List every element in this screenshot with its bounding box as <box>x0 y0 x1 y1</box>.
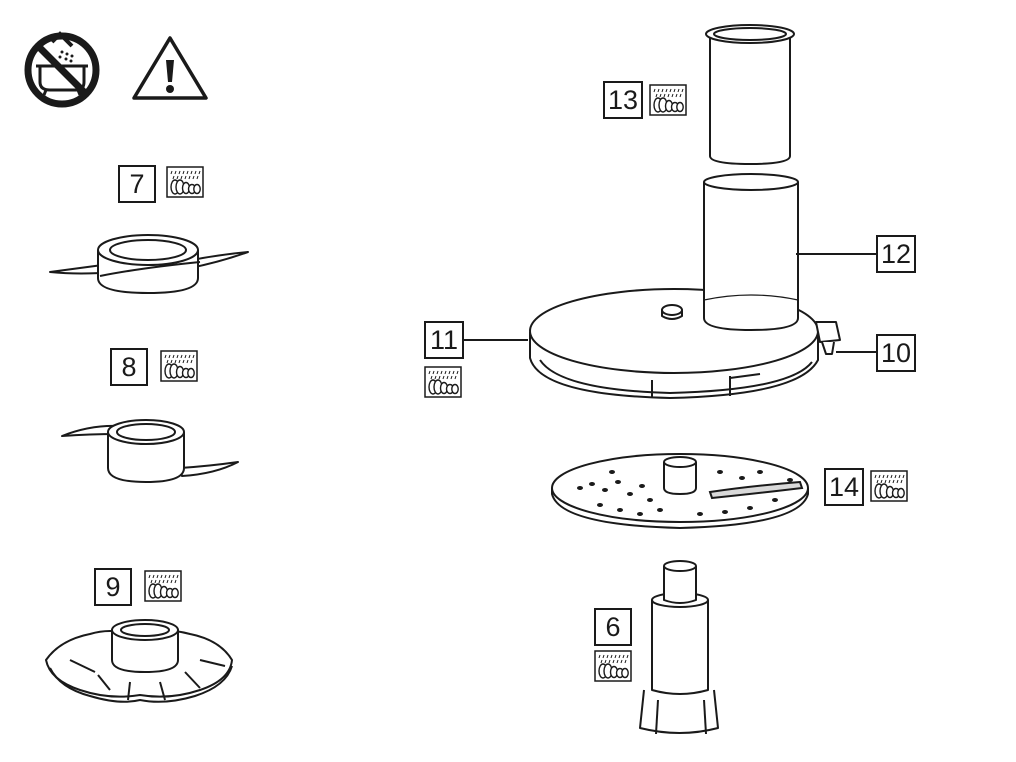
part-number-9: 9 <box>94 568 132 606</box>
part-number-6: 6 <box>594 608 632 646</box>
lid-11-illustration <box>529 288 841 399</box>
blade-8-illustration <box>61 419 239 483</box>
feed-tube-12-illustration <box>703 173 799 332</box>
caution-triangle-icon <box>132 36 208 100</box>
part-number-14: 14 <box>824 468 864 506</box>
drive-shaft-6-illustration <box>639 560 719 735</box>
dishwasher-safe-icon <box>160 350 198 382</box>
dishwasher-safe-icon <box>424 366 462 398</box>
leader-lines <box>464 253 876 353</box>
dishwasher-safe-icon <box>594 650 632 682</box>
dishwasher-safe-icon <box>649 84 687 116</box>
whisk-disc-9-illustration <box>45 619 233 703</box>
part-number-8: 8 <box>110 348 148 386</box>
blade-7-illustration <box>49 234 249 294</box>
dishwasher-safe-icon <box>144 570 182 602</box>
part-number-11: 11 <box>424 321 464 359</box>
dishwasher-safe-icon <box>870 470 908 502</box>
part-number-7: 7 <box>118 165 156 203</box>
part-number-13: 13 <box>603 81 643 119</box>
grating-disc-14-illustration <box>551 453 809 530</box>
pusher-13-illustration <box>705 24 795 166</box>
part-number-10: 10 <box>876 334 916 372</box>
no-water-immersion-icon <box>24 31 100 108</box>
dishwasher-safe-icon <box>166 166 204 198</box>
part-number-12: 12 <box>876 235 916 273</box>
